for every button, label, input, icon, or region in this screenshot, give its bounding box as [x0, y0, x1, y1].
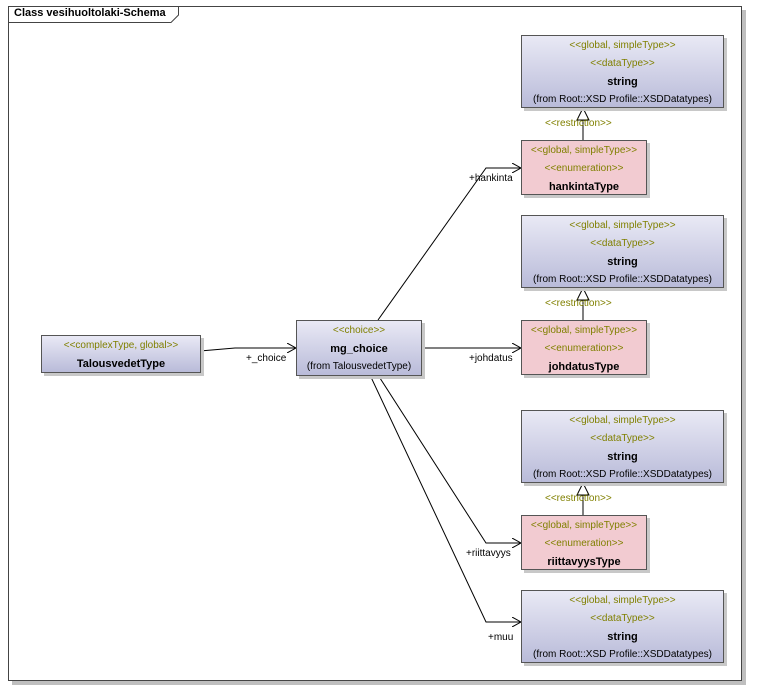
class-name: string: [607, 451, 638, 463]
stereotype-label: <<complexType, global>>: [63, 340, 179, 351]
class-johdatustype[interactable]: <<global, simpleType>> <<enumeration>> j…: [521, 320, 647, 375]
class-string-4[interactable]: <<global, simpleType>> <<dataType>> stri…: [521, 590, 724, 663]
stereotype-label: <<global, simpleType>>: [530, 145, 638, 156]
class-name: TalousvedetType: [76, 358, 166, 370]
role-label-muu: +muu: [488, 632, 514, 643]
class-string-1[interactable]: <<global, simpleType>> <<dataType>> stri…: [521, 35, 724, 108]
class-origin: (from Root::XSD Profile::XSDDatatypes): [533, 274, 712, 285]
role-label-choice: +_choice: [246, 353, 287, 364]
edge-riittavyys: [377, 374, 521, 543]
restriction-label-2: <<restriction>>: [545, 298, 612, 309]
generalization-riittavyys: [576, 481, 590, 515]
stereotype-label: <<global, simpleType>>: [530, 325, 638, 336]
stereotype-label: <<global, simpleType>>: [569, 415, 676, 426]
class-name: string: [607, 76, 638, 88]
class-origin: (from Root::XSD Profile::XSDDatatypes): [533, 94, 712, 105]
class-hankintatype[interactable]: <<global, simpleType>> <<enumeration>> h…: [521, 140, 647, 195]
stereotype-label: <<dataType>>: [590, 433, 655, 444]
frame-tab-outline: [8, 6, 179, 23]
stereotype-label: <<dataType>>: [590, 58, 655, 69]
frame-title: Class vesihuoltolaki-Schema: [14, 7, 166, 19]
class-origin: (from Root::XSD Profile::XSDDatatypes): [533, 649, 712, 660]
class-name: string: [607, 631, 638, 643]
class-name: string: [607, 256, 638, 268]
stereotype-label: <<global, simpleType>>: [530, 520, 638, 531]
class-origin: (from TalousvedetType): [306, 361, 412, 372]
class-origin: (from Root::XSD Profile::XSDDatatypes): [533, 469, 712, 480]
stereotype-label: <<choice>>: [332, 325, 386, 336]
role-label-johdatus: +johdatus: [469, 353, 513, 364]
stereotype-label: <<global, simpleType>>: [569, 595, 676, 606]
class-name: mg_choice: [330, 343, 388, 355]
edge-hankinta: [377, 168, 521, 321]
edge-muu: [369, 374, 521, 622]
class-string-2[interactable]: <<global, simpleType>> <<dataType>> stri…: [521, 215, 724, 288]
stereotype-label: <<global, simpleType>>: [569, 220, 676, 231]
stereotype-label: <<enumeration>>: [544, 538, 624, 549]
restriction-label-1: <<restriction>>: [545, 118, 612, 129]
stereotype-label: <<dataType>>: [590, 613, 655, 624]
class-name: riittavyysType: [547, 556, 621, 568]
class-name: hankintaType: [548, 181, 620, 193]
role-label-riittavyys: +riittavyys: [466, 548, 511, 559]
class-string-3[interactable]: <<global, simpleType>> <<dataType>> stri…: [521, 410, 724, 483]
role-label-hankinta: +hankinta: [469, 173, 513, 184]
stereotype-label: <<global, simpleType>>: [569, 40, 676, 51]
restriction-label-3: <<restriction>>: [545, 493, 612, 504]
generalization-johdatus: [576, 286, 590, 320]
edge-choice: [199, 348, 296, 351]
class-mg-choice[interactable]: <<choice>> mg_choice (from TalousvedetTy…: [296, 320, 422, 376]
class-riittavyystype[interactable]: <<global, simpleType>> <<enumeration>> r…: [521, 515, 647, 570]
stereotype-label: <<enumeration>>: [544, 163, 624, 174]
stereotype-label: <<dataType>>: [590, 238, 655, 249]
class-talousvedettype[interactable]: <<complexType, global>> TalousvedetType: [41, 335, 201, 373]
class-name: johdatusType: [548, 361, 620, 373]
generalization-hankinta: [576, 106, 590, 140]
stereotype-label: <<enumeration>>: [544, 343, 624, 354]
